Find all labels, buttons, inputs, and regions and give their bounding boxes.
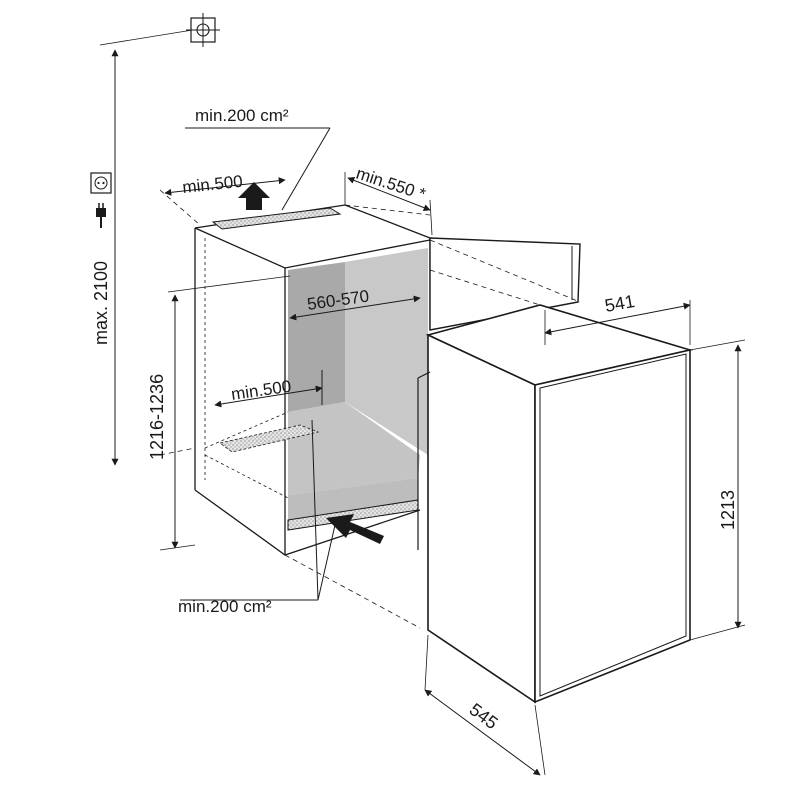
niche-height-label: 1216-1236: [147, 374, 167, 460]
max-height-label: max. 2100: [91, 261, 111, 345]
door-clearance-dimension: [347, 177, 431, 211]
power-socket-icon: [90, 172, 112, 194]
construction-lines: [159, 189, 581, 629]
appliance-width-dimension: [544, 302, 691, 336]
bottom-depth-dimension: [214, 385, 323, 408]
appliance-depth-label: 545: [466, 699, 502, 733]
airflow-up-arrow-icon: [238, 182, 270, 210]
top-depth-dimension: [164, 177, 286, 196]
appliance-depth-dimension: [424, 689, 541, 776]
niche-width-dimension: [289, 295, 421, 321]
appliance-width-label: 541: [603, 291, 636, 316]
door-clearance-label: min.550 *: [354, 164, 429, 204]
top-vent-area-label: min.200 cm²: [195, 106, 289, 125]
appliance-height-label: 1213: [718, 490, 738, 530]
niche-back-wall: [288, 262, 345, 412]
top-vent-slot: [211, 207, 342, 230]
niche-floor: [288, 402, 420, 495]
niche-cabinet: [194, 204, 431, 556]
bottom-vent-area-label: min.200 cm²: [178, 597, 272, 616]
power-plug-icon: [96, 203, 106, 228]
bottom-depth-label: min.500: [230, 377, 293, 404]
level-icon: [186, 13, 220, 47]
floor-vent-slot: [219, 424, 320, 453]
dimension-lines: [111, 49, 742, 776]
top-depth-label: min.500: [181, 172, 243, 197]
airflow-in-arrow-icon: [326, 514, 384, 544]
appliance-body: [417, 304, 694, 704]
appliance-door-panel: [539, 353, 687, 697]
